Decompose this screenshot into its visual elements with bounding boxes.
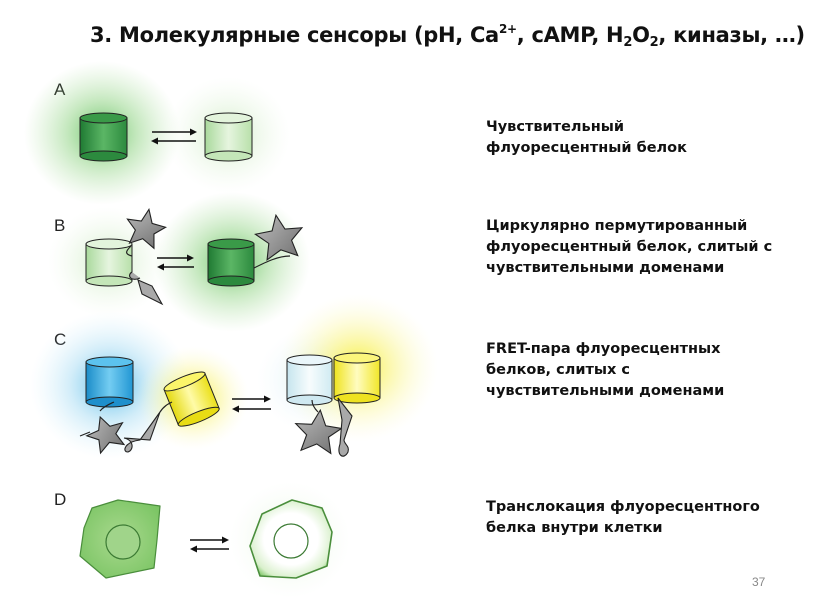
cylinder-barrel-icon [204, 112, 253, 162]
cell-icon [249, 499, 333, 579]
cylinder-barrel-icon [286, 354, 333, 406]
equilibrium-arrows-icon [190, 536, 229, 553]
description-d: Транслокация флуоресцентного белка внутр… [486, 497, 796, 539]
page-number: 37 [752, 575, 766, 589]
description-b-line-1: Циркулярно пермутированный [486, 218, 748, 234]
description-d-line-1: Транслокация флуоресцентного [486, 499, 760, 515]
panel-d-diagram [79, 482, 350, 598]
description-a: Чувствительный флуоресцентный белок [486, 117, 796, 159]
panel-c-diagram [30, 294, 438, 459]
description-c-line-3: чувствительными доменами [486, 383, 725, 399]
equilibrium-arrows-icon [232, 395, 271, 413]
description-a-line-1: Чувствительный [486, 119, 624, 135]
description-a-line-2: флуоресцентный белок [486, 140, 687, 156]
description-b-line-3: чувствительными доменами [486, 260, 725, 276]
panel-b-diagram [48, 192, 310, 332]
cylinder-barrel-icon [85, 238, 133, 287]
cylinder-barrel-icon [163, 371, 220, 427]
panel-a-diagram [24, 61, 290, 205]
description-d-line-2: белка внутри клетки [486, 520, 663, 536]
star-domain-icon [294, 408, 343, 455]
description-c-line-2: белков, слитых с [486, 362, 631, 378]
equilibrium-arrows-icon [151, 128, 197, 145]
equilibrium-arrows-icon [157, 254, 194, 271]
cylinder-barrel-icon [85, 356, 134, 408]
description-c: FRET-пара флуоресцентных белков, слитых … [486, 339, 796, 402]
description-b-line-2: флуоресцентный белок, слитый с [486, 239, 773, 255]
panel-label-d: D [54, 490, 67, 509]
star-domain-icon [85, 415, 126, 455]
star-domain-icon [126, 208, 167, 257]
cylinder-barrel-icon [207, 238, 255, 287]
cylinder-barrel-icon [79, 112, 128, 162]
slide-title: 3. Молекулярные сенсоры (pH, Ca2+, cAMP,… [90, 22, 805, 50]
description-b: Циркулярно пермутированный флуоресцентны… [486, 216, 796, 279]
description-c-line-1: FRET-пара флуоресцентных [486, 341, 721, 357]
cylinder-barrel-icon [333, 352, 381, 404]
star-domain-icon [253, 213, 304, 269]
panel-label-b: B [54, 216, 66, 235]
cell-icon [79, 499, 161, 579]
